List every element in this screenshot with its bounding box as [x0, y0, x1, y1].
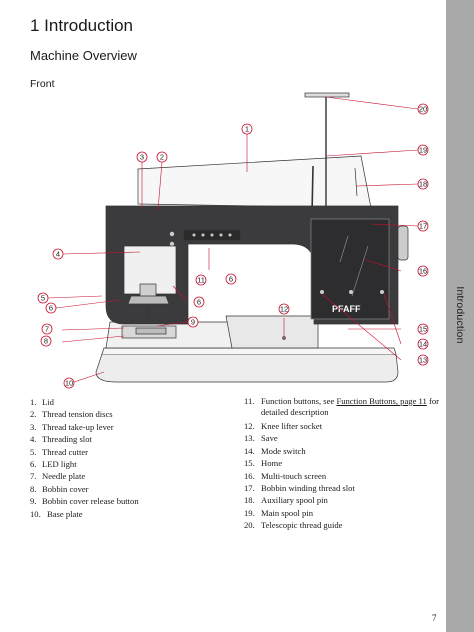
sewing-machine-drawing: PFAFF [95, 92, 409, 383]
callout-4: 4 [52, 248, 64, 260]
callout-2: 2 [156, 151, 168, 163]
list-item: 12.Knee lifter socket [244, 421, 323, 431]
parts-list-right: 11. Function buttons, see Function Butto… [244, 396, 440, 532]
svg-text:7: 7 [45, 325, 49, 334]
list-item: 11. Function buttons, see Function Butto… [244, 396, 439, 417]
list-item: 19.Main spool pin [244, 507, 314, 518]
callout-19: 19 [417, 144, 429, 156]
subsection-title: Front [30, 78, 55, 90]
list-item: 16.Multi-touch screen [244, 470, 327, 481]
list-item: 5.Thread cutter [30, 446, 89, 457]
list-item: 1.Lid [30, 397, 54, 407]
callout-5: 5 [37, 292, 49, 304]
list-item: 2.Thread tension discs [30, 409, 113, 420]
callout-8: 8 [40, 335, 52, 347]
machine-front-illustration: PFAFF 1 [26, 86, 440, 392]
svg-text:16: 16 [419, 267, 427, 276]
parts-list-left: 1.Lid 2.Thread tension discs 3.Thread ta… [30, 396, 230, 520]
callout-20: 20 [417, 103, 429, 115]
svg-text:20: 20 [419, 105, 427, 114]
svg-text:19: 19 [419, 146, 427, 155]
list-item: 17.Bobbin winding thread slot [244, 483, 355, 494]
svg-text:14: 14 [419, 340, 427, 349]
svg-text:12: 12 [280, 305, 288, 314]
svg-text:2: 2 [160, 153, 164, 162]
chapter-sidebar-tab [446, 0, 474, 632]
callout-15: 15 [417, 323, 429, 335]
callout-6b: 6 [45, 302, 57, 314]
callout-markers: 1 2 3 4 5 6 6 9 6 7 8 10 11 12 13 14 15 … [37, 103, 429, 389]
callout-11: 11 [195, 274, 207, 286]
svg-text:4: 4 [56, 250, 60, 259]
list-item: 4.Threading slot [30, 434, 92, 445]
sidebar-tab-label: Introduction [454, 286, 466, 344]
callout-6c: 6 [193, 296, 205, 308]
callout-13: 13 [417, 354, 429, 366]
list-item: 3.Thread take-up lever [30, 421, 114, 432]
svg-text:18: 18 [419, 180, 427, 189]
svg-text:6: 6 [197, 298, 201, 307]
callout-17: 17 [417, 220, 429, 232]
page-number: 7 [432, 613, 437, 623]
callout-18: 18 [417, 178, 429, 190]
svg-text:15: 15 [419, 325, 427, 334]
list-item: 15.Home [244, 458, 283, 469]
chapter-title: 1 Introduction [30, 16, 134, 35]
list-item: 6.LED light [30, 459, 77, 470]
callout-6: 6 [225, 273, 237, 285]
svg-text:17: 17 [419, 222, 427, 231]
svg-text:11: 11 [197, 276, 205, 285]
svg-text:8: 8 [44, 337, 48, 346]
list-item: 7.Needle plate [30, 471, 86, 482]
callout-10: 10 [63, 377, 75, 389]
callout-12: 12 [278, 303, 290, 315]
callout-1: 1 [241, 123, 253, 135]
list-item: 14.Mode switch [244, 445, 306, 456]
section-title: Machine Overview [30, 48, 137, 63]
list-item: 10.Base plate [30, 508, 83, 519]
callout-leader-lines [47, 96, 419, 383]
svg-text:6: 6 [229, 275, 233, 284]
svg-text:9: 9 [191, 318, 195, 327]
function-buttons-page-link[interactable]: Function Buttons, page 11 [336, 396, 427, 406]
svg-text:6: 6 [49, 304, 53, 313]
list-item: 18.Auxiliary spool pin [244, 495, 328, 506]
callout-14: 14 [417, 338, 429, 350]
callout-3: 3 [136, 151, 148, 163]
svg-text:1: 1 [245, 125, 249, 134]
list-item: 20.Telescopic thread guide [244, 520, 343, 531]
list-item: 13.Save [244, 433, 278, 444]
svg-text:13: 13 [419, 356, 427, 365]
callout-7: 7 [41, 323, 53, 335]
callout-16: 16 [417, 265, 429, 277]
svg-text:5: 5 [41, 294, 45, 303]
svg-text:3: 3 [140, 153, 144, 162]
svg-text:10: 10 [65, 379, 73, 388]
list-item: 9.Bobbin cover release button [30, 496, 139, 507]
callout-9: 9 [187, 316, 199, 328]
list-item: 8.Bobbin cover [30, 483, 89, 494]
pfaff-logo: PFAFF [332, 304, 361, 314]
